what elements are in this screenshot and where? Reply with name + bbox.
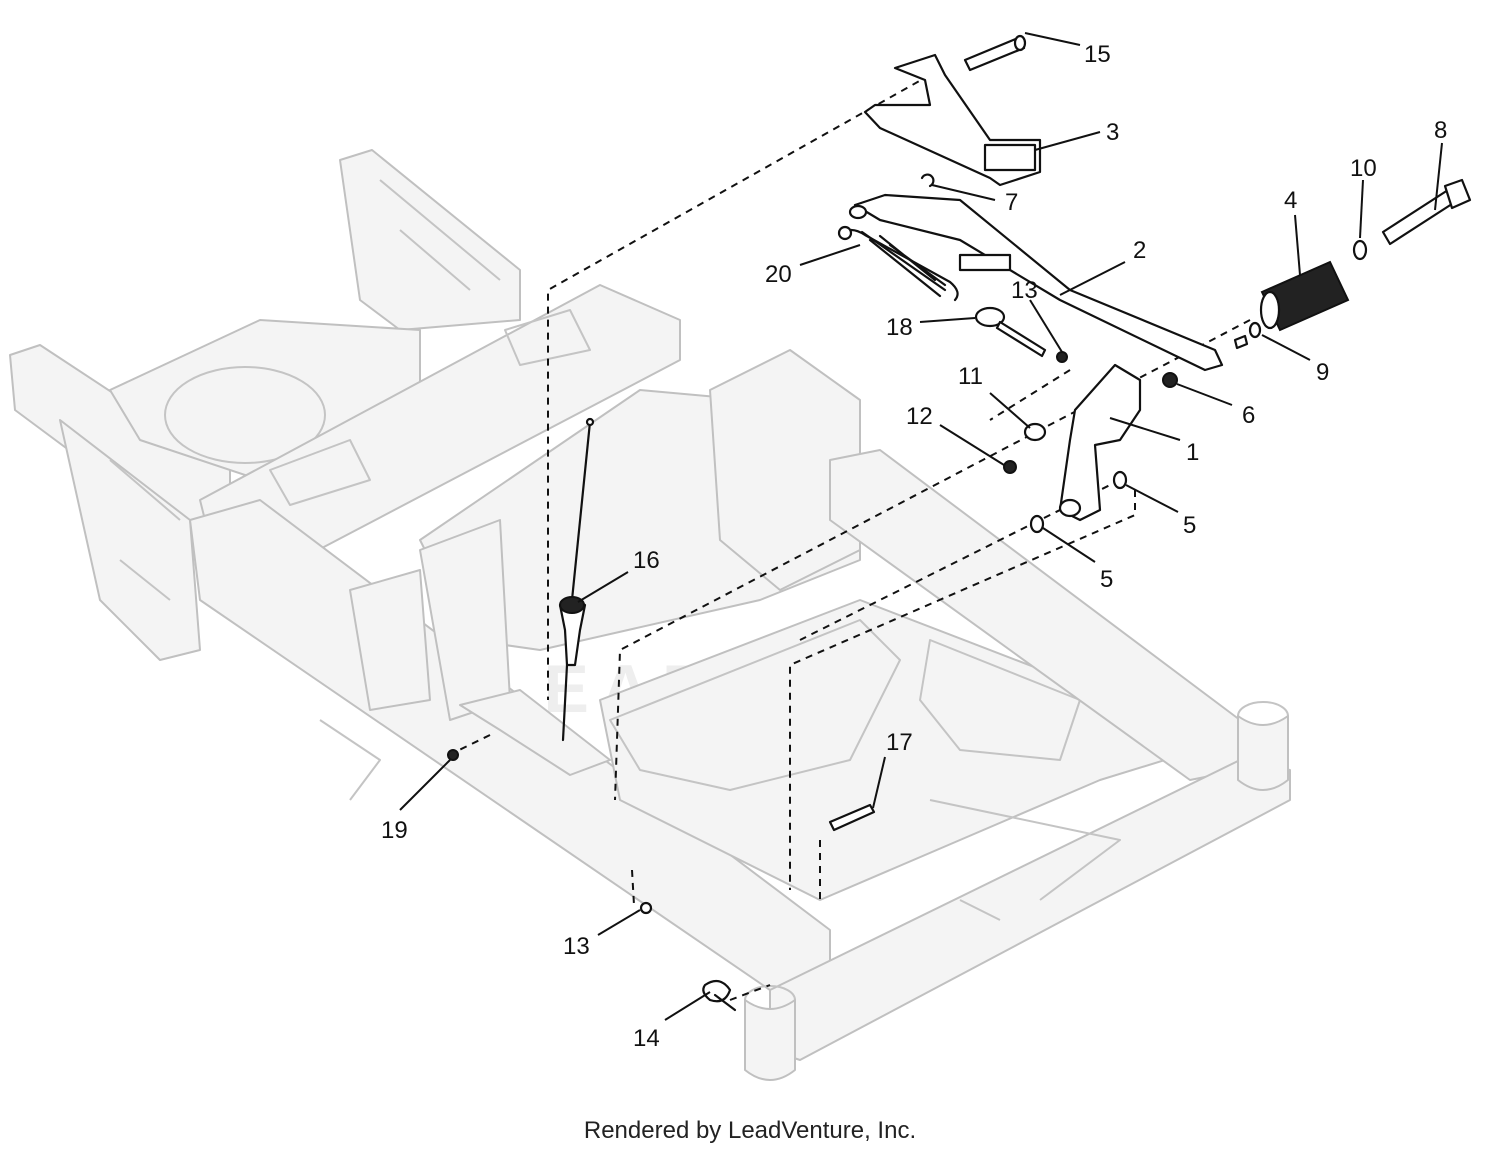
part-13-nut-upper [1056, 351, 1068, 363]
callout-15: 15 [1084, 41, 1111, 68]
callout-9: 9 [1316, 359, 1329, 386]
part-13-nut-lower [639, 901, 653, 915]
part-2-lever-bar [848, 193, 1224, 372]
callout-18: 18 [886, 314, 913, 341]
part-17-pin [828, 803, 876, 832]
part-8-bolt [1381, 178, 1472, 246]
callout-17: 17 [886, 729, 913, 756]
callout-10: 10 [1350, 155, 1377, 182]
part-1-bracket [1058, 363, 1142, 522]
callout-14: 14 [633, 1025, 660, 1052]
callout-16: 16 [633, 547, 660, 574]
part-10-washer [1352, 239, 1368, 261]
part-12-nut [1003, 460, 1017, 474]
callouts: 15 3 7 2 20 13 18 4 10 8 9 6 1 11 12 5 5… [381, 41, 1447, 1052]
part-7-clip [920, 173, 935, 188]
part-4-sleeve [1259, 260, 1350, 332]
callout-6: 6 [1242, 402, 1255, 429]
part-20-spring [837, 225, 959, 302]
callout-3: 3 [1106, 119, 1119, 146]
callout-1: 1 [1186, 439, 1199, 466]
callout-4: 4 [1284, 187, 1297, 214]
callout-13-upper: 13 [1011, 277, 1038, 304]
callout-12: 12 [906, 403, 933, 430]
mower-frame [9, 149, 1291, 1081]
part-6-nut [1162, 372, 1178, 388]
callout-5-upper: 5 [1183, 512, 1196, 539]
footer-credit: Rendered by LeadVenture, Inc. [583, 1117, 917, 1144]
callout-13-lower: 13 [563, 933, 590, 960]
part-18-eyebolt [974, 306, 1047, 358]
part-14-hairpin [702, 979, 737, 1012]
callout-20: 20 [765, 261, 792, 288]
part-3-pedal-arm [863, 53, 1042, 187]
callout-8: 8 [1434, 117, 1447, 144]
callout-2: 2 [1133, 237, 1146, 264]
callout-7: 7 [1005, 189, 1018, 216]
part-9-bushing [1233, 321, 1262, 350]
part-19-grease-fitting [447, 749, 459, 761]
callout-11: 11 [958, 363, 983, 390]
callout-19: 19 [381, 817, 408, 844]
callout-5-lower: 5 [1100, 566, 1113, 593]
part-5-washers [1029, 470, 1128, 534]
leader-lines [399, 32, 1443, 1021]
part-15-pin [963, 34, 1027, 72]
